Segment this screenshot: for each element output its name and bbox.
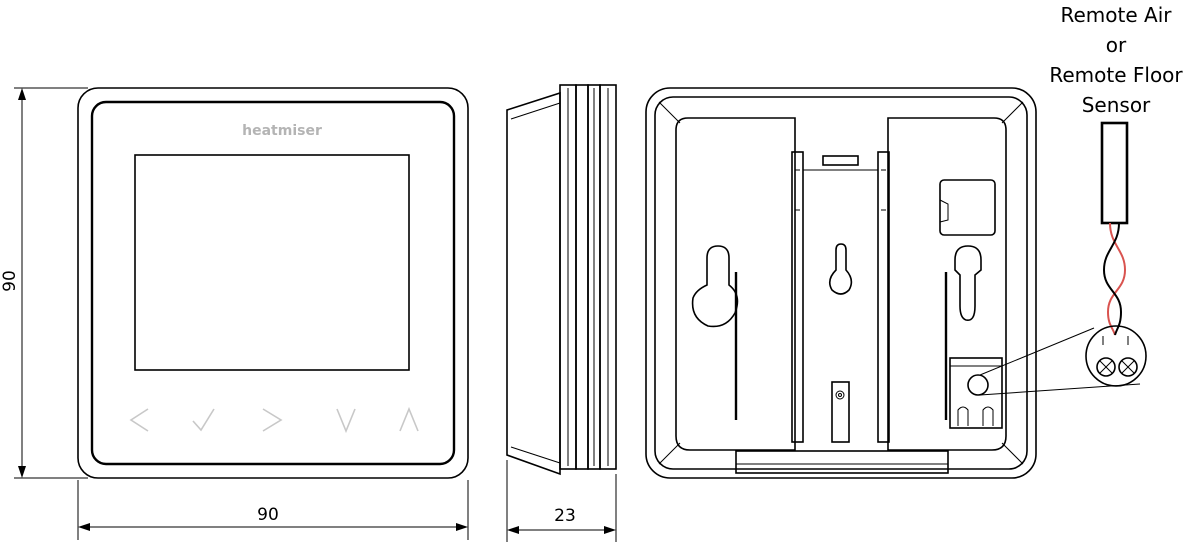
left-rail bbox=[791, 151, 804, 443]
side-body bbox=[506, 91, 561, 476]
back-inner-frame bbox=[654, 96, 1028, 470]
left-keyhole bbox=[691, 245, 739, 328]
top-slot bbox=[822, 155, 859, 166]
sensor-label: Remote Air or Remote Floor Sensor bbox=[1049, 3, 1183, 117]
side-plate-2 bbox=[575, 84, 589, 470]
left-arrow-icon[interactable] bbox=[129, 408, 149, 432]
right-rail bbox=[877, 151, 890, 443]
component-block bbox=[939, 179, 996, 236]
sensor-label-line-1: Remote Air bbox=[1061, 3, 1173, 27]
back-right-panel bbox=[887, 117, 1007, 451]
front-screen bbox=[134, 154, 410, 371]
terminal-hole bbox=[967, 374, 989, 396]
screw-mount bbox=[831, 381, 850, 443]
sensor-probe bbox=[1100, 121, 1129, 225]
sensor-label-line-4: Sensor bbox=[1082, 93, 1151, 117]
front-outer-frame bbox=[77, 87, 469, 479]
checkmark-icon[interactable] bbox=[192, 408, 215, 432]
depth-dimension: 23 bbox=[506, 460, 617, 542]
centre-keyhole bbox=[828, 243, 853, 295]
height-label: 90 bbox=[0, 270, 20, 292]
side-view bbox=[506, 84, 617, 476]
bottom-tab bbox=[735, 450, 949, 474]
back-left-panel bbox=[675, 117, 796, 451]
side-plate-4 bbox=[599, 84, 617, 470]
front-view: heatmiser bbox=[77, 87, 469, 479]
brand-logo: heatmiser bbox=[242, 123, 322, 139]
remote-sensor bbox=[979, 121, 1147, 396]
width-dimension: 90 bbox=[77, 480, 469, 540]
front-inner-frame bbox=[90, 100, 456, 466]
back-view bbox=[645, 87, 1037, 479]
depth-label: 23 bbox=[554, 506, 576, 526]
height-dimension: 90 bbox=[0, 87, 88, 479]
width-label: 90 bbox=[257, 505, 279, 525]
right-keyhole bbox=[954, 245, 982, 322]
back-outer-frame bbox=[645, 87, 1037, 479]
right-arrow-icon[interactable] bbox=[262, 408, 283, 432]
down-arrow-icon[interactable] bbox=[336, 408, 356, 434]
up-arrow-icon[interactable] bbox=[399, 406, 419, 432]
front-buttons bbox=[129, 406, 419, 434]
sensor-label-line-2: or bbox=[1106, 33, 1127, 57]
sensor-label-line-3: Remote Floor bbox=[1049, 63, 1183, 87]
